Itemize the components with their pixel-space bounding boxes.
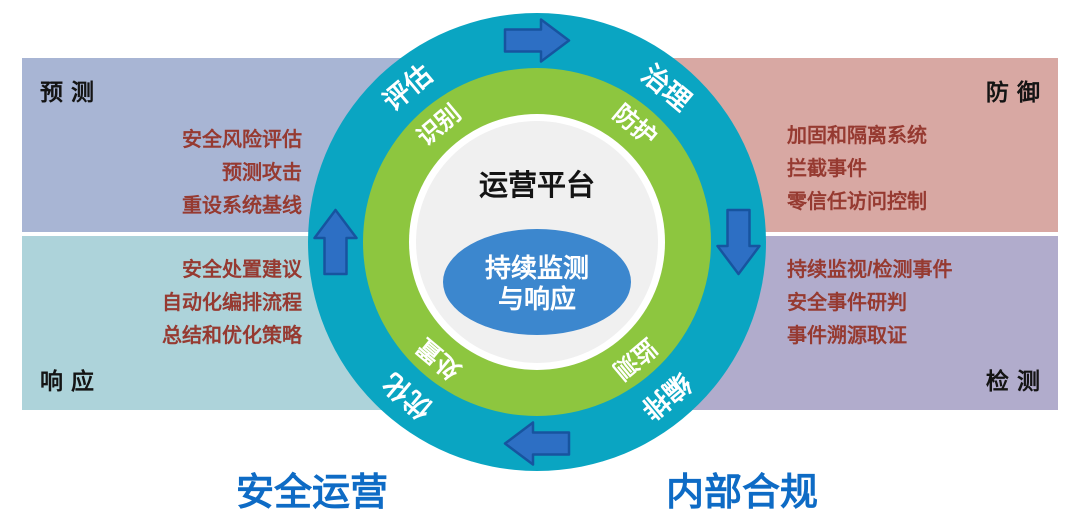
quadrant-predict-title: 预测 [40,79,103,105]
quadrant-item: 零信任访问控制 [787,191,927,213]
footer-security-operations-label: 安全运营 [235,472,389,510]
platform-label: 运营平台 [479,168,595,202]
quadrant-item: 安全事件研判 [787,292,907,314]
clockwise-arrow-right-icon [716,208,761,276]
quadrant-item: 重设系统基线 [182,195,302,217]
clockwise-arrow-top-icon [503,18,571,63]
quadrant-respond-items: 安全处置建议 自动化编排流程 总结和优化策略 [162,254,302,353]
clockwise-arrow-left-icon [313,208,358,276]
quadrant-defend-title: 防御 [985,79,1048,105]
quadrant-detect-items: 持续监视/检测事件 安全事件研判 事件溯源取证 [787,254,953,353]
quadrant-item: 事件溯源取证 [787,325,907,347]
quadrant-detect-title: 检测 [985,368,1048,394]
clockwise-arrow-bottom-icon [503,421,571,466]
footer-internal-compliance-label: 内部合规 [665,472,819,510]
quadrant-item: 持续监视/检测事件 [787,259,953,281]
quadrant-predict-items: 安全风险评估 预测攻击 重设系统基线 [182,124,302,223]
center-text-line2: 与响应 [498,284,576,314]
quadrant-item: 预测攻击 [222,162,302,184]
quadrant-respond-title: 响应 [40,368,103,394]
quadrant-item: 总结和优化策略 [162,325,302,347]
quadrant-item: 加固和隔离系统 [787,125,927,147]
quadrant-defend-items: 加固和隔离系统 拦截事件 零信任访问控制 [787,120,927,219]
center-ellipse [443,229,631,335]
center-text-line1: 持续监测 [485,253,589,283]
quadrant-item: 拦截事件 [787,158,867,180]
cycle-diagram: 评估 治理 编排 优化 识别 防护 监测 处置 运营平台 持续监测 与响应 [308,13,766,471]
quadrant-item: 自动化编排流程 [162,292,302,314]
quadrant-item: 安全风险评估 [182,129,302,151]
quadrant-item: 安全处置建议 [182,259,302,281]
